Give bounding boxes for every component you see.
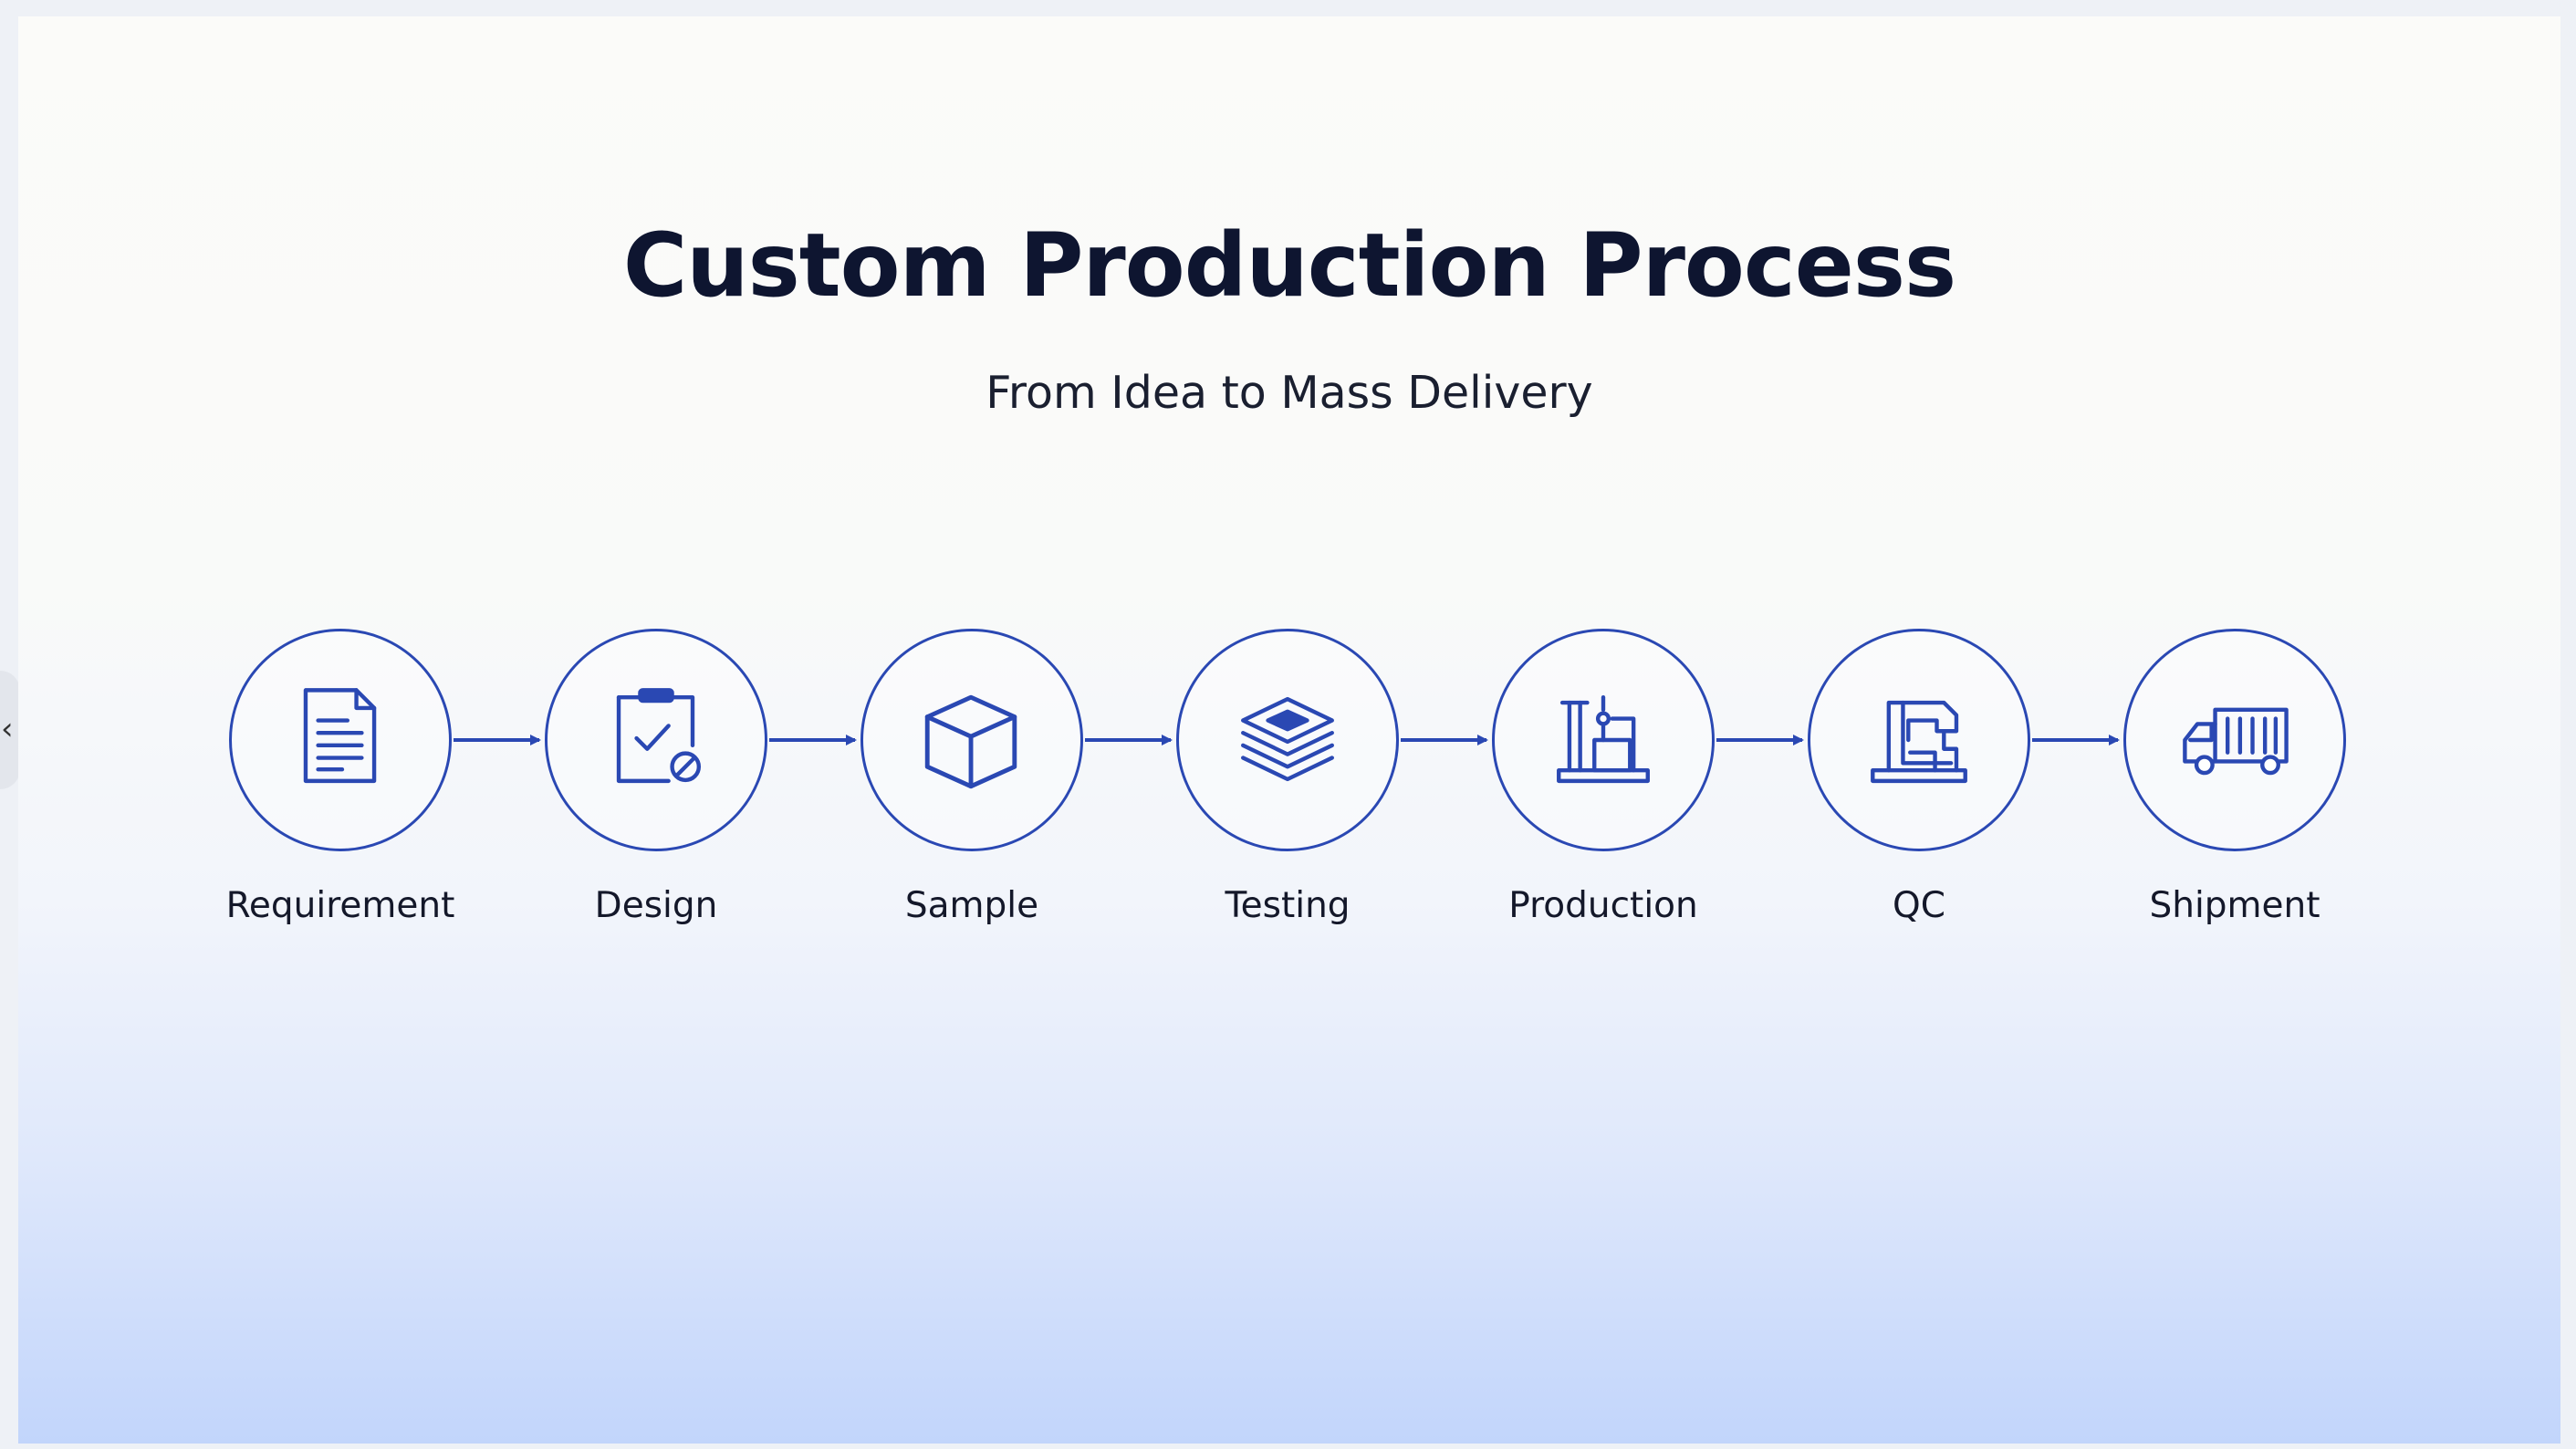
- step-label-design: Design: [594, 885, 718, 926]
- step-shipment[interactable]: [2123, 629, 2346, 851]
- process-arrows: [454, 735, 2120, 745]
- box-icon: [863, 631, 1080, 849]
- step-sample[interactable]: [860, 629, 1083, 851]
- step-label-requirement: Requirement: [225, 885, 455, 926]
- truck-icon: [2126, 631, 2343, 849]
- step-requirement[interactable]: [229, 629, 452, 851]
- step-label-qc: QC: [1893, 885, 1945, 926]
- factory-machine-icon: [1495, 631, 1712, 849]
- step-label-shipment: Shipment: [2149, 885, 2320, 926]
- step-label-sample: Sample: [904, 885, 1039, 926]
- step-qc[interactable]: [1808, 629, 2030, 851]
- step-production[interactable]: [1492, 629, 1715, 851]
- slide-subtitle: From Idea to Mass Delivery: [986, 367, 1593, 419]
- slide-title: Custom Production Process: [622, 214, 1956, 317]
- step-testing[interactable]: [1176, 629, 1399, 851]
- chevron-left-icon: ‹: [1, 711, 14, 747]
- document-icon: [232, 631, 449, 849]
- layers-icon: [1179, 631, 1396, 849]
- inspection-machine-icon: [1810, 631, 2028, 849]
- previous-slide-tab[interactable]: ‹: [0, 671, 20, 789]
- step-label-production: Production: [1508, 885, 1698, 926]
- step-design[interactable]: [545, 629, 767, 851]
- step-label-testing: Testing: [1225, 885, 1351, 926]
- process-flow: Requirement Design Sample Testing Produc…: [18, 16, 2560, 1444]
- clipboard-check-icon: [548, 631, 765, 849]
- slide: Custom Production Process From Idea to M…: [18, 16, 2560, 1444]
